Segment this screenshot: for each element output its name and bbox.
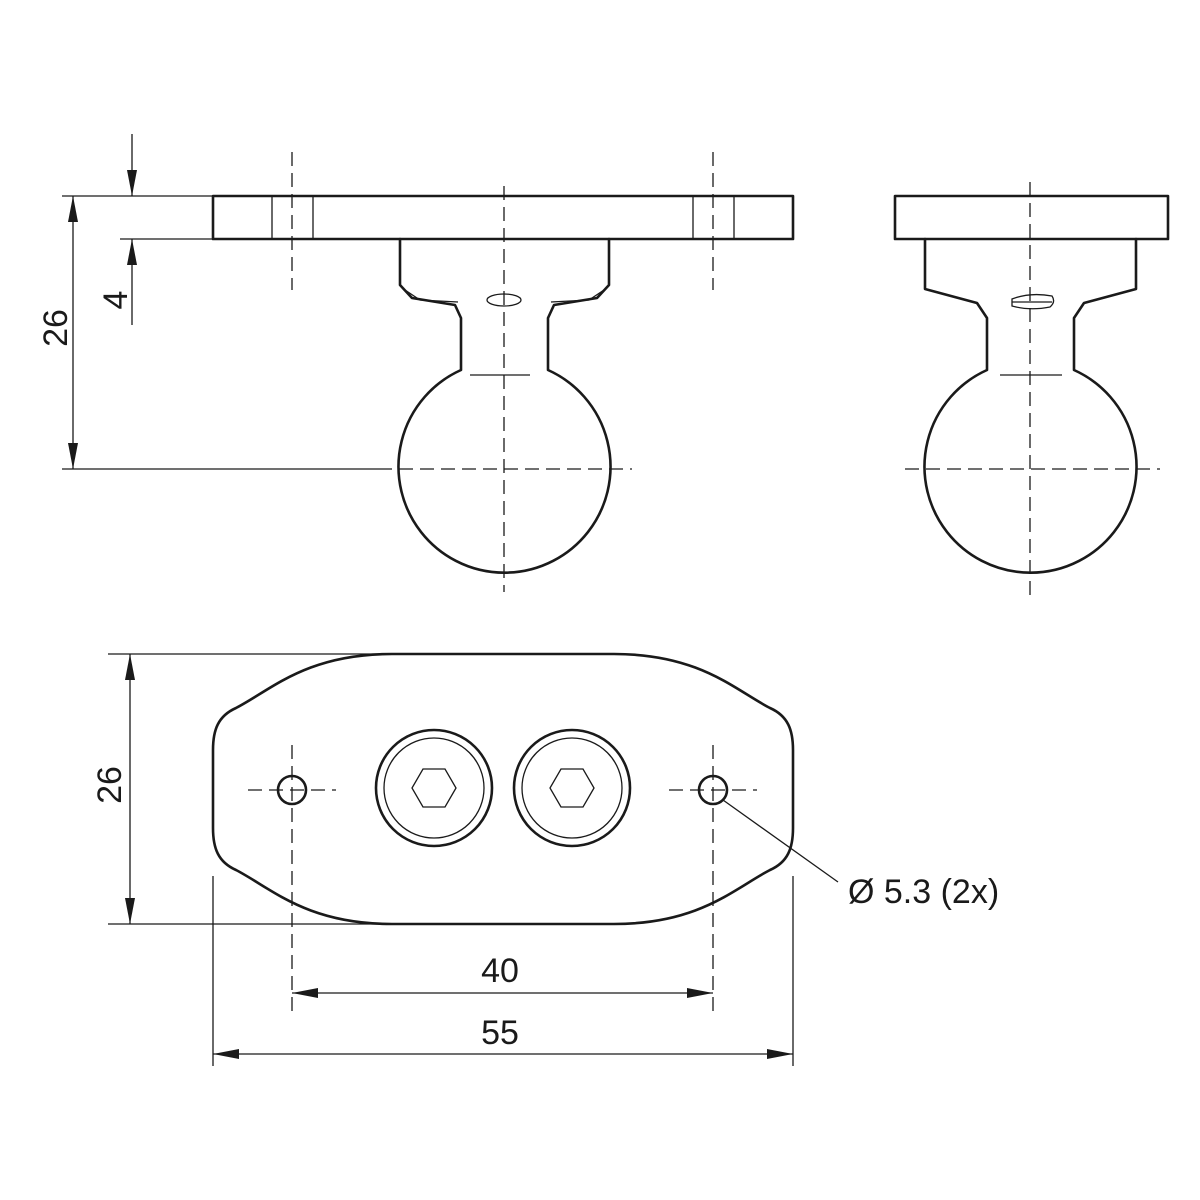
- dim-arrow-thickness-bottom: [127, 239, 137, 265]
- dim-arrow-spacing-left: [292, 988, 318, 998]
- screw-right-outer: [512, 728, 632, 848]
- dim-arrow-total-top: [68, 196, 78, 222]
- screw-left-inner: [383, 737, 485, 839]
- screw-right-inner: [521, 737, 623, 839]
- dim-arrow-top-height-up: [125, 654, 135, 680]
- hex-socket-left-icon: [411, 768, 457, 808]
- dim-arrow-total-bottom: [68, 443, 78, 469]
- dim-arrow-spacing-right: [687, 988, 713, 998]
- dim-label-top-height: 26: [91, 766, 129, 804]
- top-outline: [211, 652, 795, 926]
- dim-arrow-top-height-down: [125, 898, 135, 924]
- dim-arrow-overall-left: [213, 1049, 239, 1059]
- dim-label-plate-thickness: 4: [97, 291, 135, 310]
- dim-label-total-height: 26: [37, 309, 75, 347]
- side-base-plate: [893, 194, 1170, 241]
- dim-arrow-overall-right: [767, 1049, 793, 1059]
- top-view: [211, 652, 795, 1012]
- side-set-screw: [1011, 293, 1055, 310]
- dim-label-hole-spacing: 40: [481, 952, 519, 990]
- side-view: [893, 182, 1170, 600]
- front-shoulder-detail-right: [550, 289, 605, 303]
- socket-screw-right: [512, 728, 632, 848]
- hex-socket-right-icon: [549, 768, 595, 808]
- screw-left-outer: [374, 728, 494, 848]
- dim-label-overall-length: 55: [481, 1014, 519, 1052]
- front-dimensions: 26 4: [37, 134, 378, 470]
- hole-callout-label: Ø 5.3 (2x): [848, 873, 999, 911]
- hole-callout-leader: [722, 799, 839, 883]
- front-shoulder-detail-left: [404, 289, 459, 303]
- top-dimensions: 26 40 55 Ø 5.3 (2x): [91, 653, 999, 1066]
- dim-arrow-thickness-top: [127, 170, 137, 196]
- front-base-plate: [211, 194, 795, 241]
- front-view: [211, 152, 795, 592]
- socket-screw-left: [374, 728, 494, 848]
